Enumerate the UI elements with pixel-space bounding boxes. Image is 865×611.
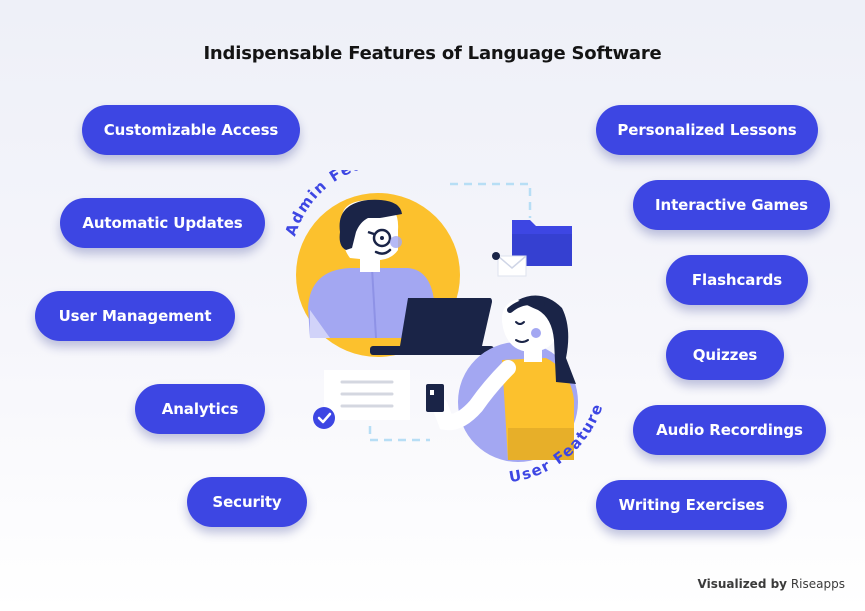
pill-writing-exercises: Writing Exercises [596, 480, 787, 530]
footer-credit: Visualized by Riseapps [698, 577, 846, 591]
pill-interactive-games: Interactive Games [633, 180, 830, 230]
pill-flashcards: Flashcards [666, 255, 808, 305]
pill-quizzes: Quizzes [666, 330, 784, 380]
page-title: Indispensable Features of Language Softw… [203, 43, 662, 64]
dashed-connector-bottom [368, 426, 430, 442]
pill-user-management: User Management [35, 291, 235, 341]
pill-personalized-lessons: Personalized Lessons [596, 105, 818, 155]
footer-prefix: Visualized by [697, 577, 788, 591]
check-circle-icon [313, 407, 335, 429]
phone-icon [426, 384, 444, 412]
chat-bubble-icon [324, 370, 410, 420]
pill-security: Security [187, 477, 307, 527]
center-illustration: Admin Features User Features [280, 170, 605, 486]
dashed-connector-top [450, 182, 532, 218]
pill-analytics: Analytics [135, 384, 265, 434]
laptop-icon [370, 298, 494, 355]
pill-automatic-updates: Automatic Updates [60, 198, 265, 248]
pill-customizable-access: Customizable Access [82, 105, 300, 155]
footer-brand: Riseapps [790, 577, 845, 591]
admin-person-icon [308, 199, 436, 339]
user-person-icon [432, 295, 576, 460]
envelope-icon [497, 255, 527, 277]
notification-dot [492, 252, 500, 260]
pill-audio-recordings: Audio Recordings [633, 405, 826, 455]
